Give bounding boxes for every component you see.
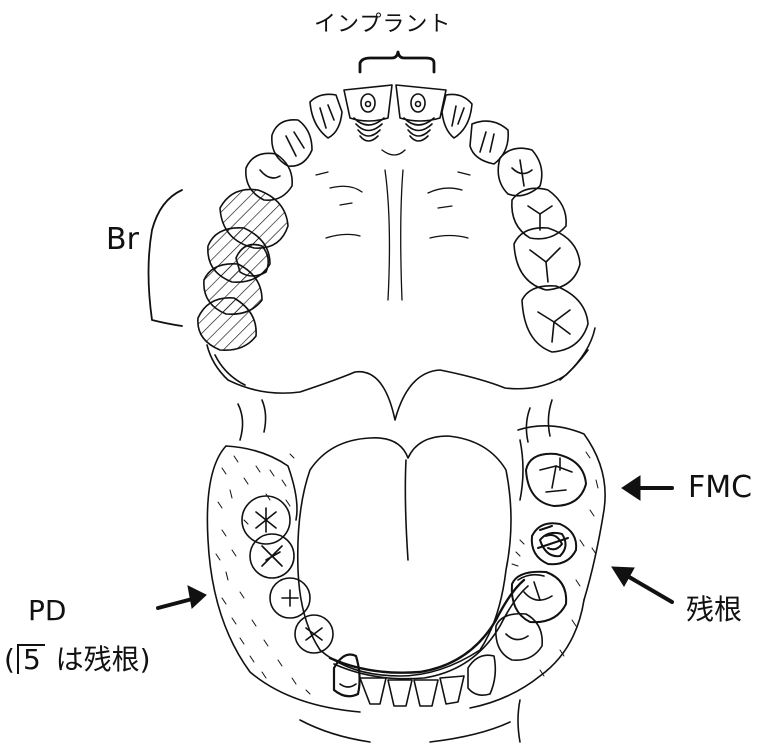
upper-tooth bbox=[522, 286, 588, 352]
pd-note-tooth-number: 5 bbox=[17, 644, 45, 674]
lower-anterior-tooth bbox=[414, 680, 438, 706]
arrow-residual-root bbox=[612, 567, 672, 602]
upper-tooth bbox=[470, 121, 508, 164]
vestibule-line bbox=[262, 400, 266, 432]
tongue-midline bbox=[405, 460, 408, 560]
implant-bracket bbox=[360, 52, 434, 72]
upper-tooth bbox=[442, 94, 472, 138]
implant-crown-left bbox=[344, 85, 392, 141]
lower-tooth-fmc bbox=[526, 454, 586, 506]
vestibule-line bbox=[238, 404, 243, 440]
palate-rugae bbox=[316, 150, 470, 300]
lower-arch-outline bbox=[470, 600, 584, 708]
lower-anterior-tooth bbox=[334, 655, 360, 697]
lower-arch-outline bbox=[226, 446, 297, 520]
lower-arch-outline bbox=[520, 440, 523, 500]
pd-note-text: は残根) bbox=[56, 643, 151, 676]
denture-tooth bbox=[250, 534, 294, 578]
bridge-bracket bbox=[149, 190, 183, 326]
bridge-unit bbox=[198, 189, 288, 350]
upper-tooth bbox=[310, 94, 342, 138]
vestibule-line bbox=[526, 408, 530, 442]
pd-note-open-paren: ( bbox=[4, 643, 15, 676]
denture-tooth bbox=[295, 615, 333, 653]
vestibule-line bbox=[548, 400, 552, 436]
denture-lingual-bar bbox=[334, 586, 528, 679]
denture-tooth bbox=[270, 578, 310, 618]
lower-arch-outline bbox=[430, 722, 510, 742]
arrow-pd bbox=[158, 586, 206, 608]
implant-crown-right bbox=[396, 85, 446, 141]
lower-anterior-tooth bbox=[468, 655, 495, 695]
lower-anterior-tooth bbox=[388, 680, 412, 706]
partial-denture-note: (5 は残根) bbox=[4, 638, 151, 678]
fmc-label: FMC bbox=[688, 470, 752, 505]
arrow-fmc bbox=[622, 476, 672, 500]
upper-arch-outline bbox=[560, 350, 588, 380]
lower-tooth bbox=[512, 572, 566, 622]
lower-arch-outline bbox=[518, 700, 520, 742]
partial-denture-texture bbox=[216, 454, 310, 694]
lower-arch-outline bbox=[300, 720, 370, 742]
upper-tooth bbox=[272, 120, 312, 166]
lower-tooth-residual-root bbox=[532, 523, 576, 564]
lower-anterior-tooth bbox=[360, 678, 386, 704]
lower-anterior-tooth bbox=[440, 676, 464, 704]
tongue bbox=[298, 436, 511, 676]
bridge-label: Br bbox=[106, 222, 139, 257]
partial-denture-label: PD bbox=[28, 594, 66, 627]
implant-label: インプラント bbox=[314, 6, 451, 38]
residual-root-label: 残根 bbox=[686, 588, 742, 628]
